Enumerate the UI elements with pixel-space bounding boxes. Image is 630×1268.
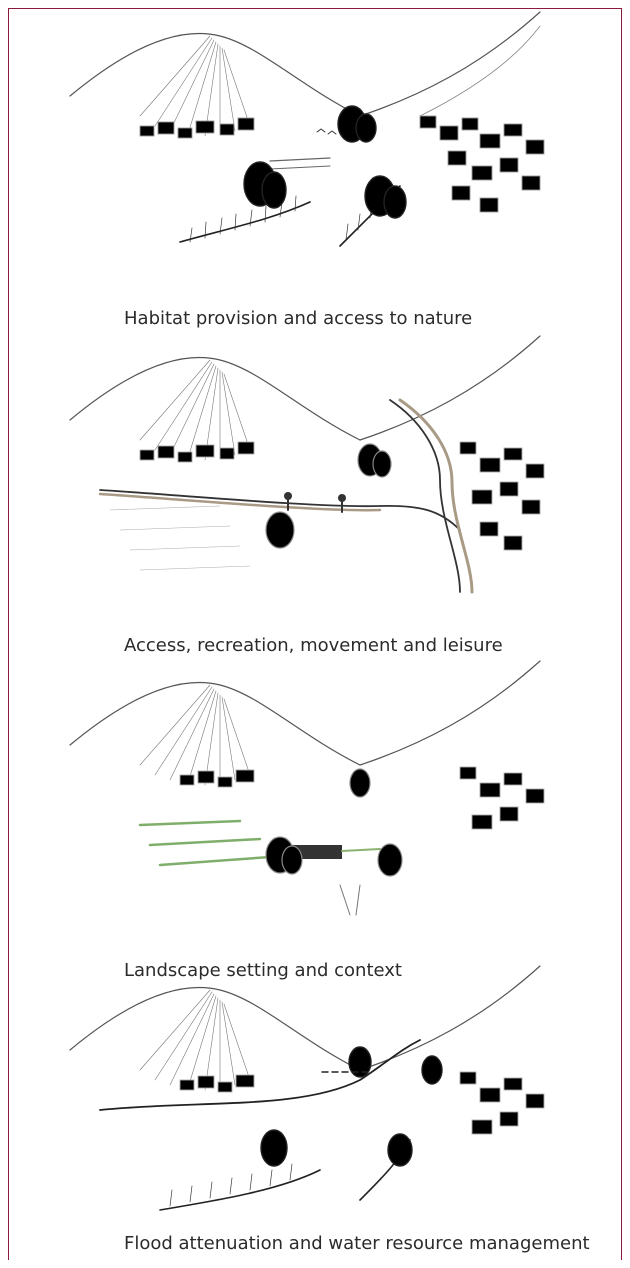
flood-sketch [60,960,620,1230]
access-sketch [60,330,620,600]
panel-landscape [60,655,620,925]
panel-flood [60,960,620,1230]
caption-habitat: Habitat provision and access to nature [124,308,472,329]
panel-access [60,330,620,600]
panel-habitat [60,6,620,276]
caption-access: Access, recreation, movement and leisure [124,635,503,656]
habitat-sketch [60,6,620,276]
landscape-sketch [60,655,620,925]
caption-flood: Flood attenuation and water resource man… [124,1233,590,1254]
